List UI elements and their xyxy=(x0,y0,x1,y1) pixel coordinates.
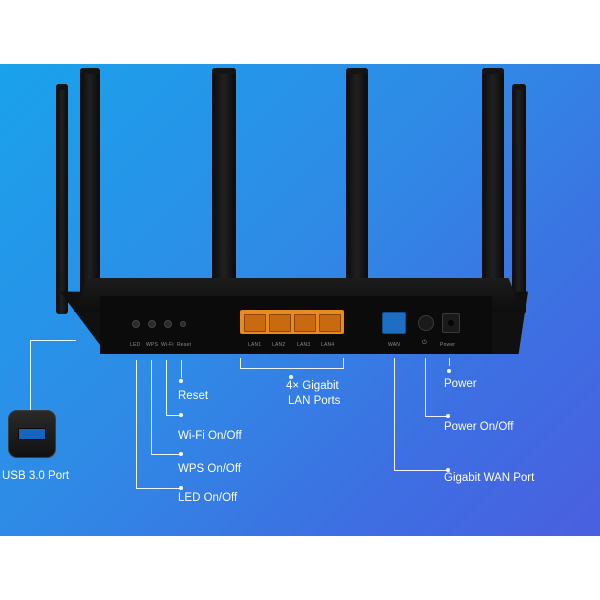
usb-icon xyxy=(8,410,56,458)
wps-label: WPS On/Off xyxy=(178,463,242,475)
wps-tag: WPS xyxy=(146,342,158,348)
power-onoff-leader xyxy=(425,358,426,416)
usb-leader xyxy=(30,340,31,410)
wifi-tag: Wi-Fi xyxy=(161,342,174,348)
lan-bracket xyxy=(343,358,344,368)
lan-port xyxy=(294,314,316,332)
wan-leader xyxy=(394,470,447,471)
power-tag: Power xyxy=(440,342,456,348)
product-banner: LED WPS Wi-Fi Reset LAN1 LAN2 LAN3 LAN4 … xyxy=(0,64,600,536)
lan3-tag: LAN3 xyxy=(297,342,311,348)
reset-dot xyxy=(179,379,183,383)
wps-leader xyxy=(151,360,152,454)
power-jack xyxy=(442,313,460,333)
lan-port xyxy=(244,314,266,332)
wifi-button xyxy=(164,320,172,328)
wps-leader xyxy=(151,454,180,455)
reset-label: Reset xyxy=(178,390,209,402)
antenna xyxy=(56,84,68,314)
led-leader xyxy=(136,488,180,489)
led-button xyxy=(132,320,140,328)
power-leader xyxy=(449,358,450,366)
usb-port xyxy=(18,428,46,440)
lan-bracket xyxy=(240,358,241,368)
lan2-tag: LAN2 xyxy=(272,342,286,348)
antenna xyxy=(482,68,504,314)
led-dot xyxy=(179,486,183,490)
lan-bracket xyxy=(240,368,344,369)
power-onoff-dot xyxy=(446,414,450,418)
wifi-leader xyxy=(166,360,167,415)
antenna xyxy=(80,68,100,314)
wan-leader xyxy=(394,358,395,470)
wan-port xyxy=(382,312,406,334)
wifi-label: Wi-Fi On/Off xyxy=(178,430,242,442)
power-icon: ⏻ xyxy=(422,340,427,346)
power-label: Power xyxy=(444,378,477,390)
antenna xyxy=(346,68,368,314)
wifi-dot xyxy=(179,413,183,417)
antenna xyxy=(212,68,236,314)
power-button xyxy=(418,315,434,331)
wan-tag: WAN xyxy=(388,342,401,348)
power-onoff-leader xyxy=(425,416,447,417)
reset-leader xyxy=(181,360,182,378)
led-tag: LED xyxy=(130,342,141,348)
usb-leader xyxy=(30,340,76,341)
wan-dot xyxy=(446,468,450,472)
power-dot xyxy=(447,369,451,373)
reset-button xyxy=(180,321,186,327)
lan-dot xyxy=(289,375,293,379)
led-label: LED On/Off xyxy=(178,492,238,504)
antenna xyxy=(512,84,526,314)
lan4-tag: LAN4 xyxy=(321,342,335,348)
lan-port-block xyxy=(240,310,344,334)
power-onoff-label: Power On/Off xyxy=(444,421,514,433)
lan-label-line1: 4× Gigabit xyxy=(286,380,339,392)
reset-tag: Reset xyxy=(177,342,192,348)
lan-port xyxy=(319,314,341,332)
wps-dot xyxy=(179,452,183,456)
lan-label-line2: LAN Ports xyxy=(288,395,341,407)
wifi-leader xyxy=(166,415,180,416)
led-leader xyxy=(136,360,137,488)
wps-button xyxy=(148,320,156,328)
lan-port xyxy=(269,314,291,332)
usb-label: USB 3.0 Port xyxy=(2,470,70,482)
lan1-tag: LAN1 xyxy=(248,342,262,348)
wan-label: Gigabit WAN Port xyxy=(444,472,535,484)
